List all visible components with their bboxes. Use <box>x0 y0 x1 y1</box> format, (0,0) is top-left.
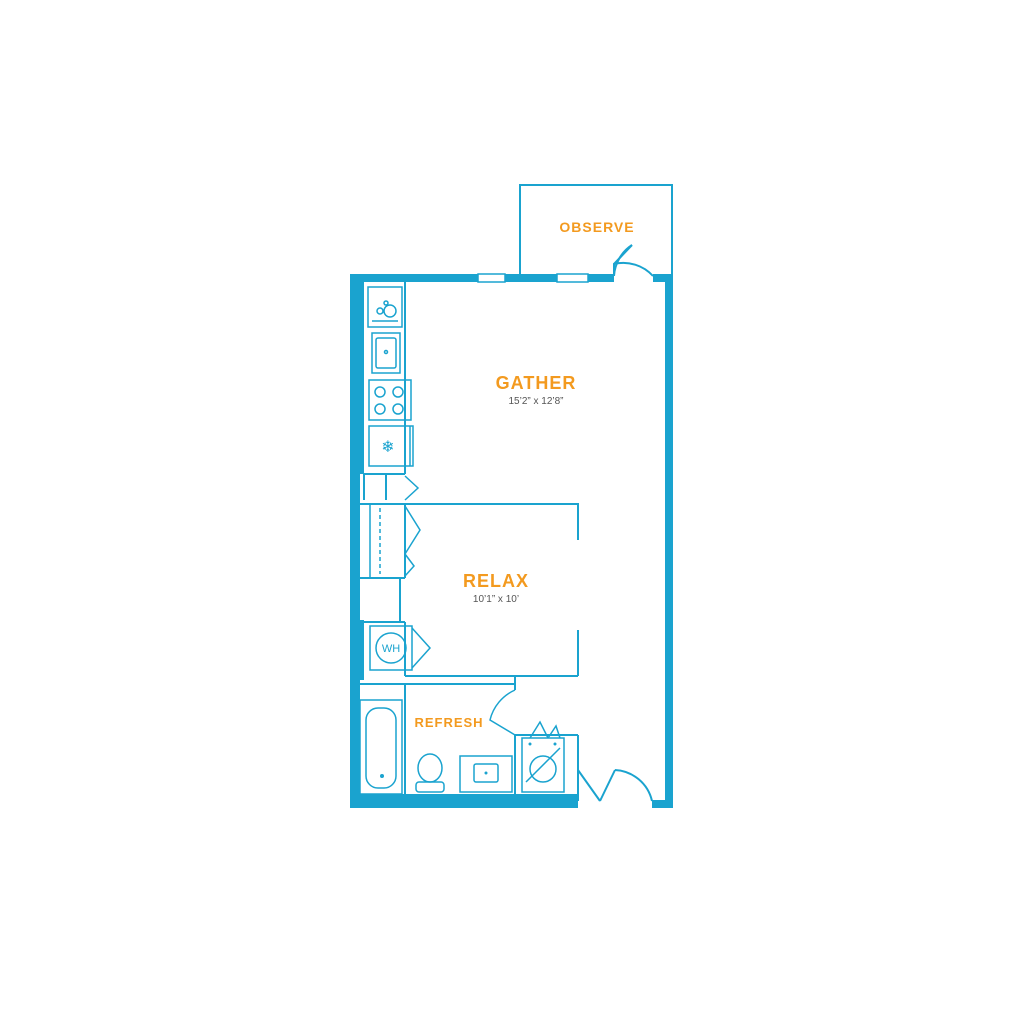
room-label-refresh: REFRESH <box>414 715 483 730</box>
bathroom-fixtures <box>359 689 516 795</box>
room-label-gather: GATHER <box>496 373 577 393</box>
windows <box>477 273 589 283</box>
vanity-sink-icon <box>459 755 513 793</box>
room-dimensions-relax: 10’1” x 10’ <box>473 594 519 605</box>
room-dimensions-gather: 15’2” x 12’8” <box>508 396 563 407</box>
cooktop-icon <box>368 379 412 421</box>
water-heater-label: WH <box>382 643 400 655</box>
room-label-observe: OBSERVE <box>559 219 634 235</box>
refrigerator-icon: ❄ <box>368 425 414 467</box>
toilet-icon <box>415 753 445 793</box>
water-heater-closet: WH <box>369 625 432 671</box>
dishwasher-icon <box>367 286 403 328</box>
washer-dryer-icon <box>521 720 565 793</box>
svg-text:❄: ❄ <box>381 437 394 456</box>
entry-door <box>577 766 653 802</box>
sink-icon <box>371 332 401 374</box>
door-swing-icon <box>489 689 516 736</box>
balcony-door <box>613 244 654 277</box>
room-label-relax: RELAX <box>463 571 529 591</box>
bathtub-icon <box>359 699 403 795</box>
kitchen-counter: ❄ <box>367 282 414 474</box>
interior-walls <box>355 473 579 794</box>
exterior-walls <box>350 274 673 808</box>
water-heater-icon <box>375 632 407 664</box>
balcony-observe: OBSERVE <box>519 184 673 276</box>
